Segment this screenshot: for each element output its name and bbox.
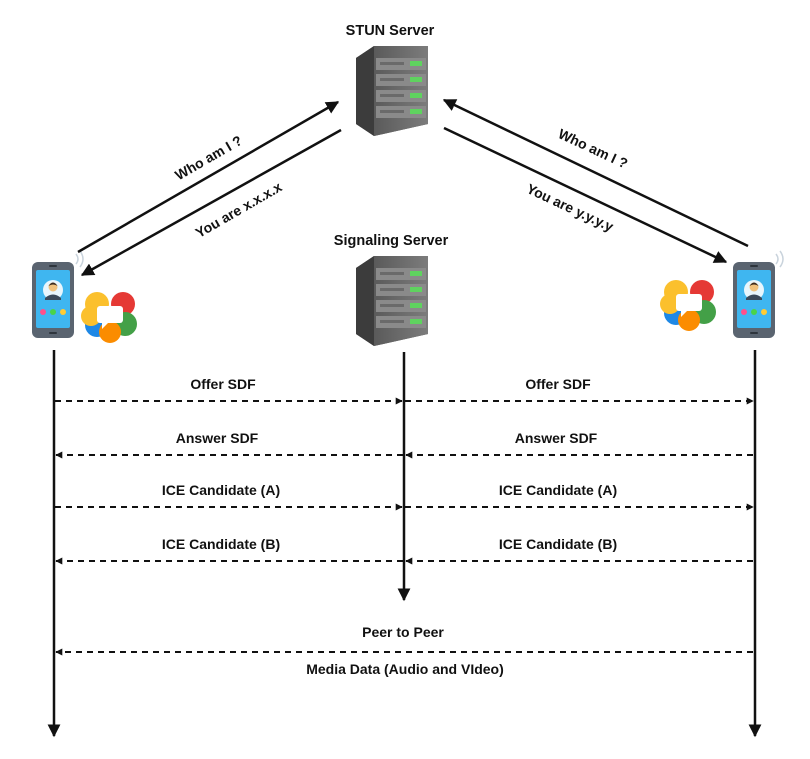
signaling-server-icon bbox=[356, 256, 428, 346]
ice-b-right-label: ICE Candidate (B) bbox=[499, 536, 617, 552]
right-stun-response-arrow bbox=[443, 126, 728, 264]
right-stun-request-label: Who am I ? bbox=[556, 125, 630, 171]
ice-b-left-label: ICE Candidate (B) bbox=[162, 536, 280, 552]
offer-left-label: Offer SDF bbox=[190, 376, 256, 392]
ice-a-left-label: ICE Candidate (A) bbox=[162, 482, 280, 498]
ice-a-right-label: ICE Candidate (A) bbox=[499, 482, 617, 498]
left-stun-request-arrow bbox=[77, 100, 340, 254]
right-peer-phone-icon bbox=[733, 262, 775, 338]
p2p-subtitle: Media Data (Audio and VIdeo) bbox=[306, 661, 504, 677]
stun-server-title: STUN Server bbox=[346, 23, 435, 39]
right-peer-wifi-icon bbox=[775, 250, 784, 268]
answer-left-label: Answer SDF bbox=[176, 430, 259, 446]
signaling-server-title: Signaling Server bbox=[334, 233, 449, 249]
right-stun-request-arrow bbox=[442, 98, 749, 248]
left-peer-wifi-icon bbox=[75, 250, 84, 268]
left-webrtc-logo-icon bbox=[81, 292, 137, 343]
stun-server-icon bbox=[356, 46, 428, 136]
left-stun-response-arrow bbox=[80, 128, 342, 277]
p2p-title: Peer to Peer bbox=[362, 624, 444, 640]
offer-right-label: Offer SDF bbox=[525, 376, 591, 392]
answer-right-label: Answer SDF bbox=[515, 430, 598, 446]
left-peer-phone-icon bbox=[32, 262, 74, 338]
right-webrtc-logo-icon bbox=[660, 280, 716, 331]
